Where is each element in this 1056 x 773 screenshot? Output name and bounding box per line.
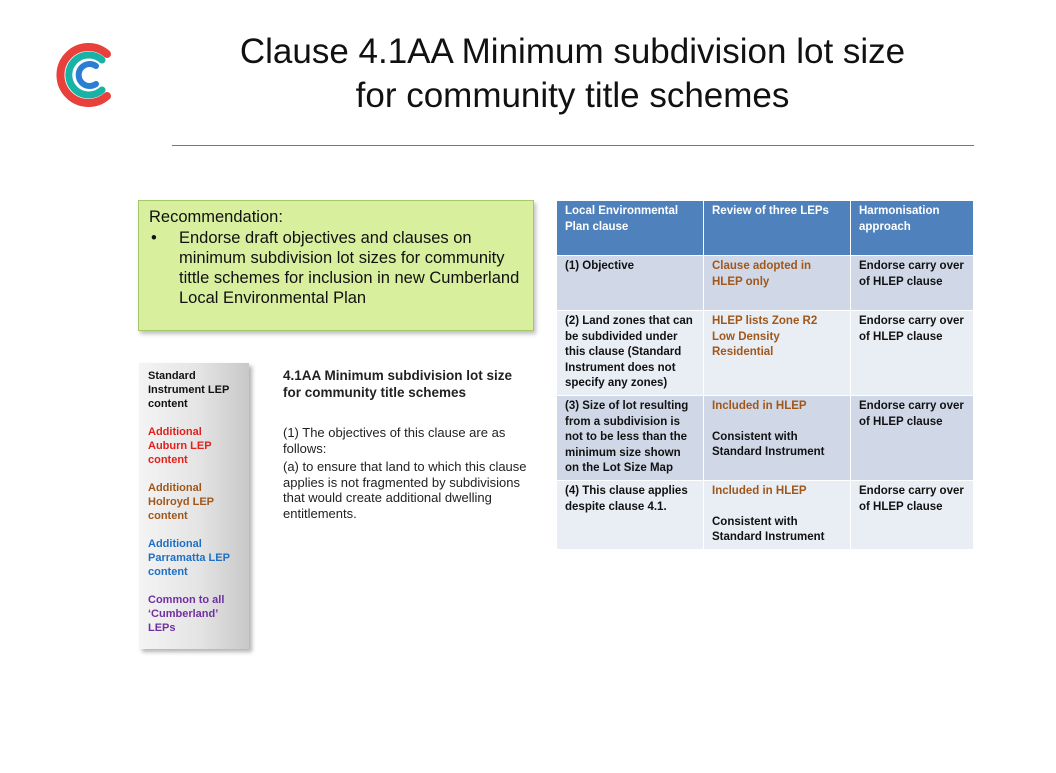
cumberland-c-logo-icon — [56, 43, 111, 107]
clause-text: 4.1AA Minimum subdivision lot size for c… — [283, 367, 533, 524]
bullet-icon: • — [151, 229, 157, 247]
table-row: (4) This clause applies despite clause 4… — [556, 479, 974, 550]
row-review-text: Clause adopted in HLEP only — [712, 260, 812, 288]
row-review-note: Consistent with Standard Instrument — [712, 515, 825, 544]
row-approach-cell: Endorse carry over of HLEP clause — [850, 255, 974, 311]
legend-auburn: Additional Auburn LEP content — [148, 426, 212, 466]
recommendation-bullet: • Endorse draft objectives and clauses o… — [149, 228, 523, 308]
header-approach: Harmonisation approach — [850, 200, 974, 256]
row-review-cell: Included in HLEP Consistent with Standar… — [703, 479, 851, 550]
row-review-cell: Included in HLEP Consistent with Standar… — [703, 394, 851, 481]
row-review-note: Consistent with Standard Instrument — [712, 430, 825, 459]
page-title: Clause 4.1AA Minimum subdivision lot siz… — [180, 30, 965, 118]
table-row: (3) Size of lot resulting from a subdivi… — [556, 394, 974, 481]
recommendation-heading: Recommendation: — [149, 208, 283, 226]
row-review-text: Included in HLEP — [712, 484, 807, 497]
clause-paragraph-2: (a) to ensure that land to which this cl… — [283, 459, 527, 521]
row-approach-cell: Endorse carry over of HLEP clause — [850, 310, 974, 396]
colour-legend: Standard Instrument LEP content Addition… — [139, 363, 249, 649]
table-row: (1) Objective Clause adopted in HLEP onl… — [556, 255, 974, 311]
legend-holroyd: Additional Holroyd LEP content — [148, 482, 214, 522]
recommendation-box: Recommendation: • Endorse draft objectiv… — [138, 200, 534, 331]
row-clause-cell: (1) Objective — [556, 255, 704, 311]
clause-body: (1) The objectives of this clause are as… — [283, 425, 533, 521]
lep-comparison-table: Local Environmental Plan clause Review o… — [556, 200, 974, 550]
row-clause-cell: (4) This clause applies despite clause 4… — [556, 479, 704, 550]
title-divider — [172, 145, 974, 146]
legend-parramatta: Additional Parramatta LEP content — [148, 538, 230, 578]
header-lep-clause: Local Environmental Plan clause — [556, 200, 704, 256]
table-row: (2) Land zones that can be subdivided un… — [556, 310, 974, 396]
cumberland-logo — [52, 38, 118, 112]
table-header-row: Local Environmental Plan clause Review o… — [556, 200, 974, 256]
row-approach-cell: Endorse carry over of HLEP clause — [850, 394, 974, 481]
row-approach-cell: Endorse carry over of HLEP clause — [850, 479, 974, 550]
row-clause-cell: (3) Size of lot resulting from a subdivi… — [556, 394, 704, 481]
page-title-line-1: Clause 4.1AA Minimum subdivision lot siz… — [239, 32, 906, 71]
row-clause-cell: (2) Land zones that can be subdivided un… — [556, 310, 704, 396]
row-review-text: HLEP lists Zone R2 Low Density Residenti… — [712, 315, 818, 359]
row-review-cell: HLEP lists Zone R2 Low Density Residenti… — [703, 310, 851, 396]
recommendation-text: Endorse draft objectives and clauses on … — [179, 229, 520, 307]
row-review-cell: Clause adopted in HLEP only — [703, 255, 851, 311]
clause-heading: 4.1AA Minimum subdivision lot size for c… — [283, 368, 513, 400]
clause-paragraph-1: (1) The objectives of this clause are as… — [283, 425, 506, 456]
legend-common: Common to all ‘Cumberland’ LEPs — [148, 594, 225, 634]
row-review-text: Included in HLEP — [712, 399, 807, 412]
header-review: Review of three LEPs — [703, 200, 851, 256]
legend-standard: Standard Instrument LEP content — [148, 370, 230, 410]
page-title-line-2: for community title schemes — [355, 76, 790, 115]
